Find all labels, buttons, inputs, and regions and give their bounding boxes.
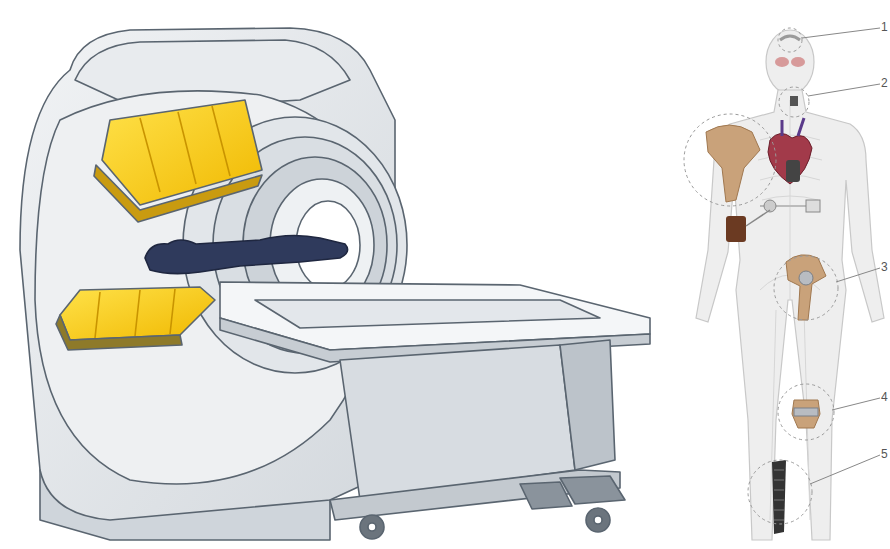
callout-circle	[778, 28, 802, 52]
mri-scanner	[594, 516, 602, 524]
patient-silhouette	[145, 235, 348, 273]
knee-implant	[792, 400, 820, 428]
leader-line	[808, 84, 880, 96]
skull-implant	[780, 36, 800, 40]
body-outline	[696, 30, 884, 540]
callout-circle	[684, 28, 838, 524]
callout-number: 4	[881, 390, 888, 404]
callout-circle	[748, 460, 812, 524]
rf-coil-edge	[94, 165, 262, 222]
rf-coil-edge	[56, 315, 182, 350]
wheel	[360, 515, 384, 539]
dental-implant	[790, 96, 798, 106]
body-outline	[766, 30, 814, 94]
callout-number: 1	[881, 20, 888, 34]
mri-scanner	[140, 106, 230, 192]
heart	[768, 133, 812, 184]
body-figure	[684, 28, 884, 540]
pacemaker	[786, 160, 800, 182]
body-figure	[791, 57, 805, 67]
device	[806, 200, 820, 212]
tibia-rod	[772, 460, 786, 534]
mri-scanner	[368, 523, 376, 531]
callout-number: 3	[881, 260, 888, 274]
leader-line	[832, 398, 880, 410]
leader-line	[802, 28, 880, 38]
callout-circle	[779, 87, 809, 117]
body-figure	[774, 470, 784, 520]
pump-device	[726, 216, 746, 242]
body-figure	[794, 408, 818, 416]
callout-circle	[684, 114, 776, 206]
callout-circle	[774, 256, 838, 320]
leader-line	[810, 455, 880, 484]
callout-number: 2	[881, 76, 888, 90]
body-figure	[746, 210, 770, 226]
table-cushion	[255, 300, 600, 328]
callout-circle	[778, 384, 834, 440]
mri-scanner	[95, 289, 175, 338]
wheel	[586, 508, 610, 532]
rf-coil	[60, 287, 215, 340]
table-base-side	[560, 340, 615, 470]
mri-scanner	[20, 28, 650, 540]
hip-ball	[799, 271, 813, 285]
shoulder-implant	[706, 125, 760, 202]
leader-line	[836, 268, 880, 282]
body-outline	[696, 90, 884, 540]
brain-detail	[775, 57, 789, 67]
vessel	[782, 118, 804, 136]
skeleton	[758, 100, 822, 520]
callout-number: 5	[881, 447, 888, 461]
leader-line	[802, 28, 880, 484]
foot-pedal	[520, 482, 572, 509]
hip-implant	[786, 255, 826, 320]
